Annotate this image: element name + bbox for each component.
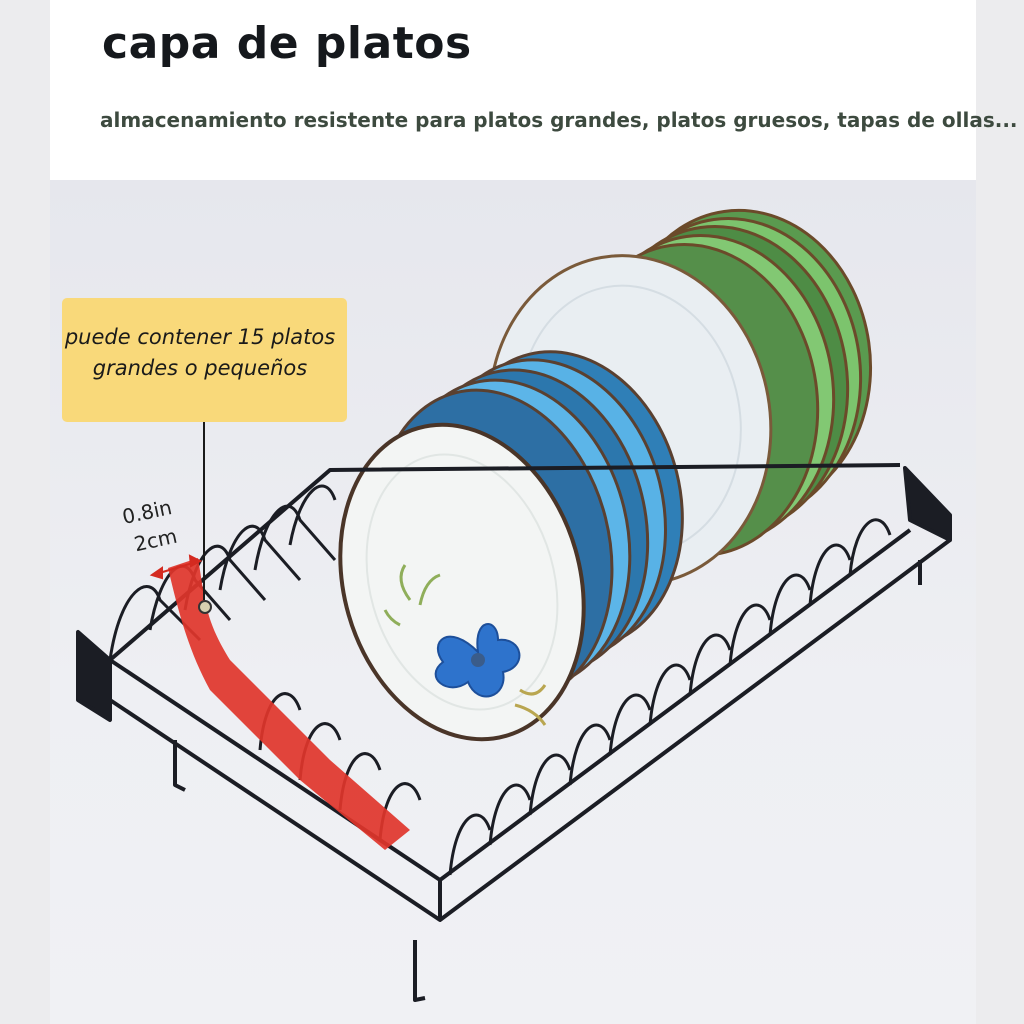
highlight-strip — [168, 558, 410, 850]
capacity-callout — [62, 298, 347, 422]
page-subtitle: almacenamiento resistente para platos gr… — [100, 108, 1018, 132]
flower-plate — [338, 422, 586, 742]
header-panel — [50, 0, 976, 180]
page-title: capa de platos — [102, 18, 472, 69]
wire-rack — [76, 463, 952, 1002]
callout-line-1: puede contener 15 platos — [64, 325, 336, 349]
dimension-arrow — [149, 554, 203, 580]
capacity-callout-text: puede contener 15 platos grandes o peque… — [30, 322, 370, 384]
rivet — [198, 600, 212, 614]
callout-line-2: grandes o pequeños — [92, 356, 308, 380]
